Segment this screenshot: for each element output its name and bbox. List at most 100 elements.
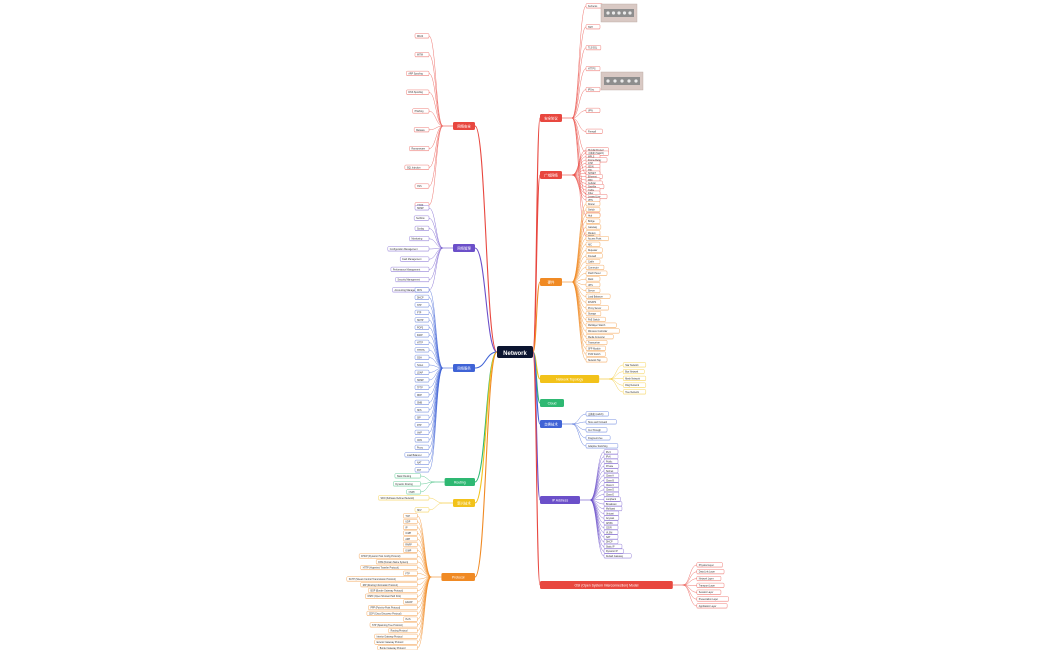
leaf-box[interactable]	[696, 582, 725, 588]
leaf-box[interactable]	[585, 276, 601, 282]
leaf-box[interactable]	[623, 375, 646, 381]
leaf-node-transceiver[interactable]: Transceiver	[585, 340, 608, 345]
leaf-node-ids-ips[interactable]: IDS/IPS	[585, 299, 602, 305]
leaf-box[interactable]	[388, 628, 418, 633]
leaf-node-firewall[interactable]: Firewall	[585, 253, 603, 259]
leaf-box[interactable]	[365, 593, 418, 599]
leaf-node-sip[interactable]: SIP	[414, 414, 430, 420]
leaf-node-ip[interactable]: IP	[403, 524, 418, 530]
leaf-box[interactable]	[603, 525, 619, 530]
leaf-node-security-management[interactable]: Security Management	[395, 277, 430, 283]
leaf-node-rdp[interactable]: RDP	[414, 392, 430, 398]
leaf-node-bgp-border-gateway-protocol[interactable]: BGP (Border Gateway Protocol)	[368, 588, 418, 593]
leaf-node-ldap[interactable]: LDAP	[414, 369, 430, 375]
leaf-box[interactable]	[696, 576, 722, 581]
leaf-node-udp[interactable]: UDP	[403, 519, 418, 525]
leaf-box[interactable]	[585, 259, 601, 264]
leaf-node-subnet[interactable]: Subnet	[603, 468, 619, 474]
leaf-box[interactable]	[414, 399, 430, 405]
leaf-node-icmp[interactable]: ICMP	[403, 530, 418, 536]
leaf-box[interactable]	[585, 427, 608, 433]
leaf-node-ntp[interactable]: NTP	[414, 302, 430, 308]
leaf-node-static-routing[interactable]: Static Routing	[394, 473, 421, 479]
leaf-box[interactable]	[585, 293, 611, 299]
leaf-node-wireless-controller[interactable]: Wireless Controller	[585, 328, 620, 334]
leaf-node-storage[interactable]: Storage	[585, 311, 602, 317]
branch-box[interactable]	[540, 496, 580, 504]
leaf-box[interactable]	[603, 491, 620, 497]
leaf-node-ftp[interactable]: FTP	[414, 309, 430, 315]
leaf-node-repeater[interactable]: Repeater	[585, 247, 603, 253]
leaf-node-mitm[interactable]: MITM	[414, 52, 430, 58]
leaf-node-gateway[interactable]: Gateway	[585, 224, 602, 230]
leaf-box[interactable]	[585, 24, 601, 30]
leaf-node-patch-panel[interactable]: Patch Panel	[585, 270, 608, 276]
leaf-box[interactable]	[603, 449, 619, 455]
leaf-box[interactable]	[404, 164, 430, 170]
leaf-box[interactable]	[603, 520, 619, 526]
leaf-box[interactable]	[409, 236, 430, 241]
leaf-node-phishing[interactable]: Phishing	[412, 108, 430, 114]
leaf-box[interactable]	[585, 328, 620, 334]
leaf-node-tls-ssl[interactable]: TLS/SSL	[585, 45, 602, 51]
leaf-node-http-hypertext-transfer-protocol[interactable]: HTTP (Hypertext Transfer Protocol)	[360, 565, 418, 570]
branch-box[interactable]	[540, 399, 564, 407]
leaf-node-rtp[interactable]: RTP	[414, 422, 430, 428]
leaf-node-proxy[interactable]: Proxy	[414, 444, 430, 450]
leaf-node-snmp[interactable]: SNMP	[414, 205, 430, 211]
leaf-node-firewall[interactable]: Firewall	[585, 128, 603, 134]
leaf-box[interactable]	[585, 435, 611, 441]
leaf-node-apipa[interactable]: APIPA	[603, 520, 619, 526]
leaf-box[interactable]	[414, 354, 430, 360]
leaf-node-vpn[interactable]: VPN	[585, 107, 601, 113]
leaf-node-sql-injection[interactable]: SQL Injection	[404, 164, 430, 170]
leaf-box[interactable]	[413, 215, 430, 221]
leaf-box[interactable]	[585, 334, 614, 340]
leaf-node-bus-network[interactable]: Bus Network	[623, 369, 645, 375]
leaf-box[interactable]	[403, 599, 418, 605]
leaf-node-sctp-stream-control-transmission-protocol[interactable]: SCTP (Stream Control Transmission Protoc…	[346, 576, 418, 582]
leaf-box[interactable]	[585, 357, 608, 363]
central-topic-node[interactable]: Network	[497, 346, 533, 358]
leaf-node-arp-spoofing[interactable]: ARP Spoofing	[406, 70, 430, 76]
leaf-box[interactable]	[603, 506, 623, 511]
leaf-node-rack[interactable]: Rack	[585, 276, 601, 282]
leaf-node-star-network[interactable]: Star Network	[623, 362, 646, 368]
leaf-node-tree-network[interactable]: Tree Network	[623, 389, 646, 395]
leaf-node-ipsec[interactable]: IPSec	[585, 87, 601, 92]
leaf-node-monitoring[interactable]: Monitoring	[409, 236, 430, 242]
leaf-node-dns[interactable]: DNS	[414, 287, 430, 293]
leaf-node-pop3[interactable]: POP3	[414, 324, 430, 330]
leaf-node-proxy-server[interactable]: Proxy Server	[585, 305, 609, 311]
leaf-node-snmp[interactable]: SNMP	[414, 377, 430, 383]
leaf-box[interactable]	[393, 481, 421, 487]
leaf-box[interactable]	[414, 377, 430, 383]
leaf-box[interactable]	[585, 212, 601, 218]
branch-box[interactable]	[540, 278, 562, 286]
leaf-box[interactable]	[412, 108, 430, 114]
leaf-node-routing-protocol[interactable]: Routing Protocol	[388, 628, 418, 634]
leaf-box[interactable]	[403, 519, 418, 524]
leaf-box[interactable]	[585, 270, 608, 276]
leaf-node-tcp[interactable]: TCP	[403, 513, 418, 519]
leaf-node-nat[interactable]: NAT	[603, 534, 619, 540]
leaf-node-ssh[interactable]: SSH	[585, 24, 601, 30]
leaf-node-application-layer[interactable]: Application Layer	[696, 603, 728, 609]
leaf-node-cdp-cisco-discovery-protocol[interactable]: CDP (Cisco Discovery Protocol)	[366, 610, 418, 616]
leaf-box[interactable]	[585, 45, 602, 50]
leaf-node-presentation-layer[interactable]: Presentation Layer	[696, 596, 729, 602]
leaf-box[interactable]	[360, 565, 418, 570]
leaf-node-ddos[interactable]: DDoS	[414, 33, 430, 39]
branch-box[interactable]	[540, 114, 562, 122]
leaf-box[interactable]	[414, 467, 430, 473]
leaf-box[interactable]	[358, 553, 418, 559]
leaf-node-data-link-layer[interactable]: Data Link Layer	[696, 569, 725, 575]
leaf-node-pat[interactable]: PAT	[414, 467, 430, 473]
leaf-node-multilayer-switch[interactable]: Multilayer Switch	[585, 322, 617, 328]
leaf-node-tftp[interactable]: TFTP	[414, 384, 430, 390]
branch-node-osi[interactable]: OSI (Open System Interconnection) Model	[540, 581, 673, 589]
leaf-box[interactable]	[378, 495, 430, 501]
leaf-box[interactable]	[414, 459, 430, 465]
leaf-box[interactable]	[585, 322, 617, 328]
leaf-box[interactable]	[585, 351, 606, 357]
